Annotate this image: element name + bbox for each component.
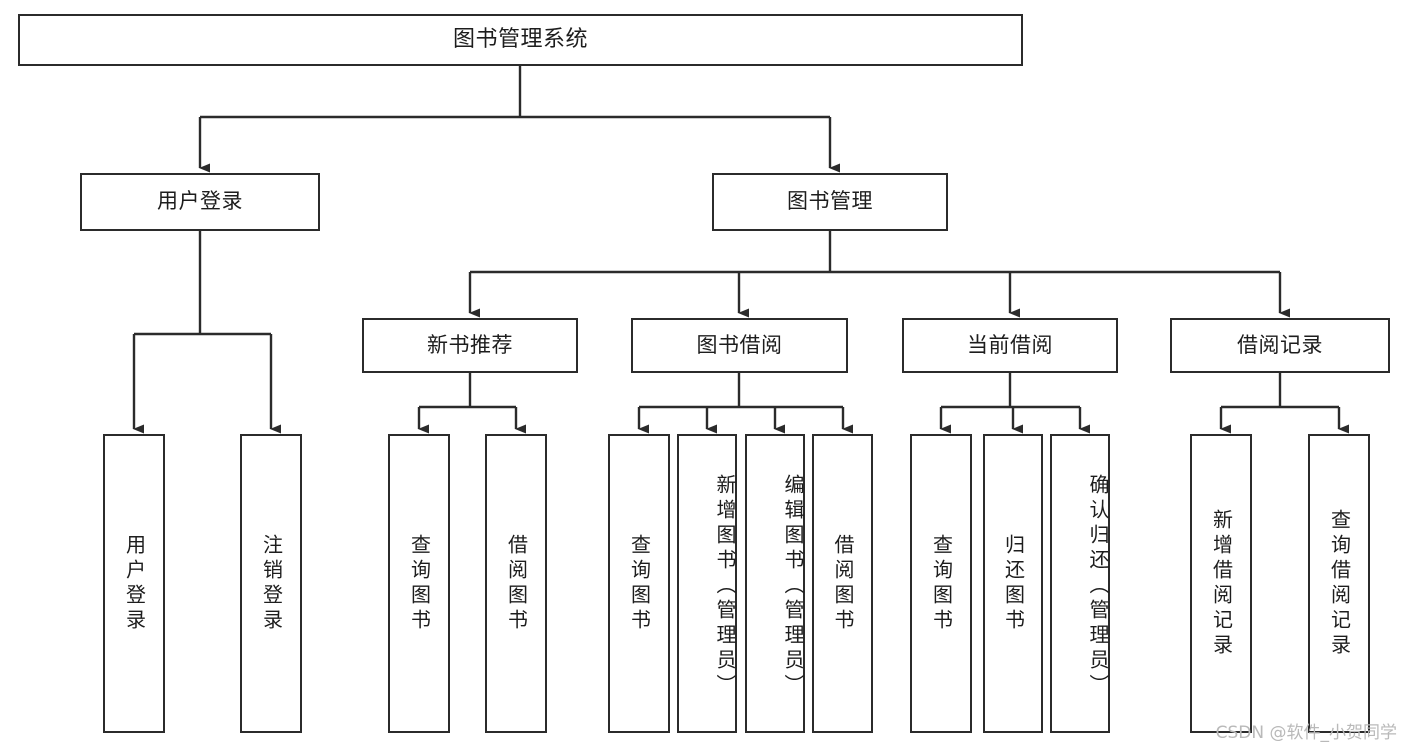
node-leaf-borrow-book: 借阅图书 xyxy=(812,434,873,733)
node-leaf-edit-book-label: 编辑图书（管理员） xyxy=(781,474,805,699)
node-leaf-query-book-current: 查询图书 xyxy=(910,434,972,733)
node-user-login-label: 用户登录 xyxy=(157,189,243,214)
node-leaf-add-book: 新增图书（管理员） xyxy=(677,434,737,733)
node-leaf-borrow-book-rec-label: 借阅图书 xyxy=(504,533,529,634)
node-leaf-confirm-return: 确认归还（管理员） xyxy=(1050,434,1110,733)
node-book-borrow-label: 图书借阅 xyxy=(696,332,783,357)
node-leaf-add-book-label: 新增图书（管理员） xyxy=(713,474,737,699)
node-leaf-logout: 注销登录 xyxy=(240,434,302,733)
watermark-text: CSDN @软件_小贺同学 xyxy=(1215,723,1397,743)
node-book-borrow: 图书借阅 xyxy=(631,318,848,373)
node-book-manage: 图书管理 xyxy=(712,173,948,231)
node-leaf-confirm-return-label: 确认归还（管理员） xyxy=(1086,474,1110,699)
node-book-manage-label: 图书管理 xyxy=(787,189,873,214)
node-borrow-record: 借阅记录 xyxy=(1170,318,1390,373)
node-root: 图书管理系统 xyxy=(18,14,1023,66)
node-leaf-query-book-borrow: 查询图书 xyxy=(608,434,670,733)
node-leaf-borrow-book-rec: 借阅图书 xyxy=(485,434,547,733)
node-new-book-rec: 新书推荐 xyxy=(362,318,578,373)
node-leaf-user-login: 用户登录 xyxy=(103,434,165,733)
node-leaf-query-book-rec-label: 查询图书 xyxy=(407,533,432,634)
node-new-book-rec-label: 新书推荐 xyxy=(427,332,513,357)
node-leaf-query-record: 查询借阅记录 xyxy=(1308,434,1370,733)
node-leaf-logout-label: 注销登录 xyxy=(259,533,284,634)
node-leaf-add-record-label: 新增借阅记录 xyxy=(1209,508,1234,659)
node-root-label: 图书管理系统 xyxy=(452,26,588,52)
node-leaf-edit-book: 编辑图书（管理员） xyxy=(745,434,805,733)
node-leaf-return-book: 归还图书 xyxy=(983,434,1043,733)
node-leaf-user-login-label: 用户登录 xyxy=(122,533,147,634)
node-leaf-return-book-label: 归还图书 xyxy=(1001,533,1026,634)
node-leaf-query-record-label: 查询借阅记录 xyxy=(1327,508,1352,659)
node-leaf-borrow-book-label: 借阅图书 xyxy=(831,533,855,634)
node-leaf-add-record: 新增借阅记录 xyxy=(1190,434,1252,733)
node-borrow-record-label: 借阅记录 xyxy=(1237,332,1323,357)
node-leaf-query-book-borrow-label: 查询图书 xyxy=(627,533,652,634)
node-current-borrow: 当前借阅 xyxy=(902,318,1118,373)
node-leaf-query-book-current-label: 查询图书 xyxy=(929,533,954,634)
node-current-borrow-label: 当前借阅 xyxy=(967,332,1053,357)
node-user-login: 用户登录 xyxy=(80,173,320,231)
node-leaf-query-book-rec: 查询图书 xyxy=(388,434,450,733)
